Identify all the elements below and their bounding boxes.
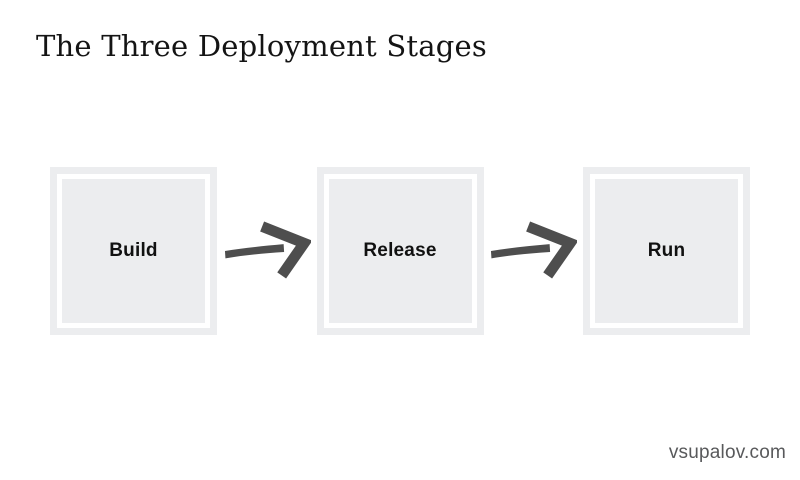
watermark: vsupalov.com	[668, 442, 786, 463]
stage-box-run-inner: Run	[590, 174, 743, 328]
deployment-flow-diagram: Build Release Run	[50, 167, 750, 335]
arrow-right-icon	[491, 221, 578, 279]
page-title: The Three Deployment Stages	[36, 29, 487, 63]
stage-box-build: Build	[50, 167, 217, 335]
stage-label-run: Run	[647, 240, 686, 261]
stage-label-build: Build	[109, 240, 158, 261]
stage-box-release-inner: Release	[323, 174, 477, 328]
arrow-right-icon	[224, 221, 311, 279]
arrow-cell	[484, 167, 584, 335]
arrow-cell	[217, 167, 317, 335]
stage-box-release: Release	[316, 167, 484, 335]
stage-box-build-inner: Build	[57, 174, 210, 328]
stage-label-release: Release	[363, 240, 437, 261]
stage-box-run: Run	[583, 167, 750, 335]
